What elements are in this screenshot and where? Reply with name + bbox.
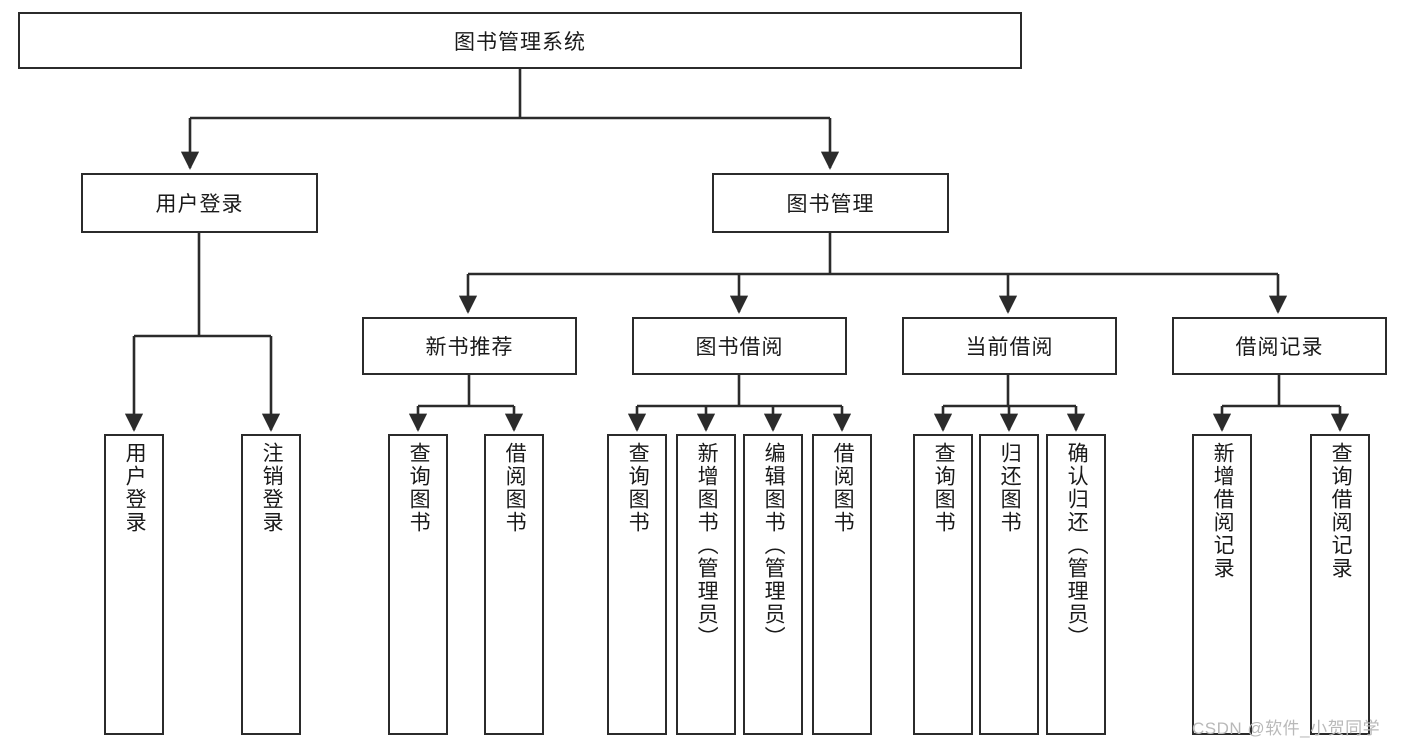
node-label: 新增图书（管理员） (695, 442, 719, 649)
node-leaf-borrow-book-bb[interactable]: 借阅图书 (812, 434, 872, 735)
node-leaf-add-borrow-record[interactable]: 新增借阅记录 (1192, 434, 1252, 735)
node-leaf-return-book[interactable]: 归还图书 (979, 434, 1039, 735)
node-label: 借阅图书 (831, 442, 855, 534)
node-leaf-query-book-nbr[interactable]: 查询图书 (388, 434, 448, 735)
node-leaf-query-book-cb[interactable]: 查询图书 (913, 434, 973, 735)
node-label: 当前借阅 (965, 336, 1054, 359)
node-leaf-borrow-book-nbr[interactable]: 借阅图书 (484, 434, 544, 735)
node-label: 借阅图书 (503, 442, 527, 534)
node-label: 新增借阅记录 (1211, 442, 1235, 580)
node-label: 确认归还（管理员） (1065, 442, 1089, 649)
node-new-book-recommend[interactable]: 新书推荐 (362, 317, 577, 375)
node-label: 归还图书 (998, 442, 1022, 534)
node-root-book-management-system[interactable]: 图书管理系统 (18, 12, 1022, 69)
node-label: 查询图书 (932, 442, 956, 534)
node-label: 用户登录 (123, 442, 147, 534)
node-current-borrow[interactable]: 当前借阅 (902, 317, 1117, 375)
node-leaf-add-book-admin[interactable]: 新增图书（管理员） (676, 434, 736, 735)
node-leaf-query-book-bb[interactable]: 查询图书 (607, 434, 667, 735)
node-book-borrow[interactable]: 图书借阅 (632, 317, 847, 375)
node-book-manage[interactable]: 图书管理 (712, 173, 949, 233)
node-label: 编辑图书（管理员） (762, 442, 786, 649)
node-label: 新书推荐 (425, 336, 514, 359)
node-leaf-query-borrow-record[interactable]: 查询借阅记录 (1310, 434, 1370, 735)
node-label: 查询借阅记录 (1329, 442, 1353, 580)
node-leaf-confirm-return-admin[interactable]: 确认归还（管理员） (1046, 434, 1106, 735)
node-label: 图书管理系统 (454, 30, 586, 54)
node-leaf-user-login[interactable]: 用户登录 (104, 434, 164, 735)
node-label: 借阅记录 (1235, 336, 1324, 359)
node-leaf-edit-book-admin[interactable]: 编辑图书（管理员） (743, 434, 803, 735)
node-label: 注销登录 (260, 442, 284, 534)
node-label: 图书管理 (786, 193, 875, 216)
node-user-login[interactable]: 用户登录 (81, 173, 318, 233)
node-label: 查询图书 (407, 442, 431, 534)
node-label: 图书借阅 (695, 336, 784, 359)
node-label: 查询图书 (626, 442, 650, 534)
node-label: 用户登录 (155, 193, 244, 216)
node-borrow-record[interactable]: 借阅记录 (1172, 317, 1387, 375)
node-leaf-logout[interactable]: 注销登录 (241, 434, 301, 735)
